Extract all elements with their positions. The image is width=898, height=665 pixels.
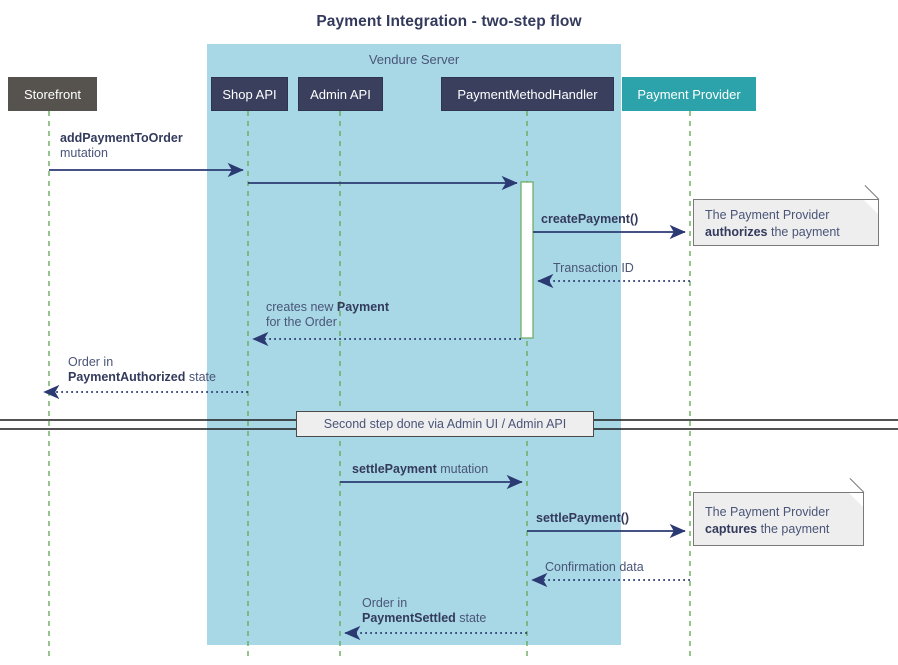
label-creates-new-payment-line2: for the Order [266,315,337,329]
label-confirmation-data-text: Confirmation data [545,560,644,574]
label-settle-payment-mutation-plain: mutation [436,462,489,476]
note-provider-authorizes-line1: The Payment Provider [705,208,830,222]
participant-storefront[interactable]: Storefront [8,77,97,111]
label-transaction-id: Transaction ID [553,261,634,276]
label-order-payment-settled-line1: Order in [362,596,408,610]
label-create-payment: createPayment() [541,212,638,227]
diagram-title: Payment Integration - two-step flow [316,13,582,30]
label-add-payment-to-order: addPaymentToOrder mutation [60,131,183,161]
note-provider-captures: The Payment Provider captures the paymen… [693,478,865,546]
participant-shop-api[interactable]: Shop API [211,77,288,111]
label-order-payment-authorized-line1: Order in [68,355,114,369]
note-provider-captures-plain: the payment [757,522,830,536]
step-divider-label: Second step done via Admin UI / Admin AP… [296,411,594,437]
note-provider-captures-bold: captures [705,522,758,536]
activation-bar-handler [520,181,534,339]
participant-shop-api-label: Shop API [222,86,277,102]
note-provider-captures-line1: The Payment Provider [705,505,830,519]
group-box-vendure-server [207,44,621,645]
label-order-payment-authorized-suffix: state [185,370,216,384]
note-provider-authorizes-bold: authorizes [705,225,768,239]
label-settle-payment-call: settlePayment() [536,511,629,526]
label-order-payment-authorized-bold: PaymentAuthorized [68,370,186,384]
lifelines [48,111,691,660]
participant-payment-provider[interactable]: Payment Provider [622,77,756,111]
label-order-payment-settled-bold: PaymentSettled [362,611,456,625]
label-add-payment-to-order-plain: mutation [60,146,108,160]
note-provider-authorizes-plain: the payment [767,225,840,239]
participant-admin-api[interactable]: Admin API [298,77,383,111]
participant-payment-provider-label: Payment Provider [637,86,741,102]
label-transaction-id-text: Transaction ID [553,261,634,275]
label-creates-new-payment-bold: Payment [336,300,389,314]
note-fold-corner-icon [864,200,878,214]
note-fold-corner-icon [849,493,863,507]
participant-storefront-label: Storefront [23,86,82,102]
group-label-vendure-server: Vendure Server [368,52,460,67]
label-settle-payment-mutation-bold: settlePayment [352,462,437,476]
label-settle-payment-call-text: settlePayment() [536,511,630,525]
label-create-payment-text: createPayment() [541,212,639,226]
participant-payment-method-handler[interactable]: PaymentMethodHandler [441,77,614,111]
label-creates-new-payment-plain: creates new [266,300,337,314]
label-creates-new-payment: creates new Payment for the Order [266,300,389,330]
step-divider-label-text: Second step done via Admin UI / Admin AP… [323,417,567,431]
participant-admin-api-label: Admin API [310,86,371,102]
label-order-payment-settled-suffix: state [455,611,487,625]
participant-payment-method-handler-label: PaymentMethodHandler [457,86,598,102]
note-provider-authorizes: The Payment Provider authorizes the paym… [693,185,880,246]
label-settle-payment-mutation: settlePayment mutation [352,462,488,477]
label-add-payment-to-order-bold: addPaymentToOrder [60,131,183,145]
label-confirmation-data: Confirmation data [545,560,644,575]
label-order-payment-authorized: Order in PaymentAuthorized state [68,355,216,385]
label-order-payment-settled: Order in PaymentSettled state [362,596,486,626]
